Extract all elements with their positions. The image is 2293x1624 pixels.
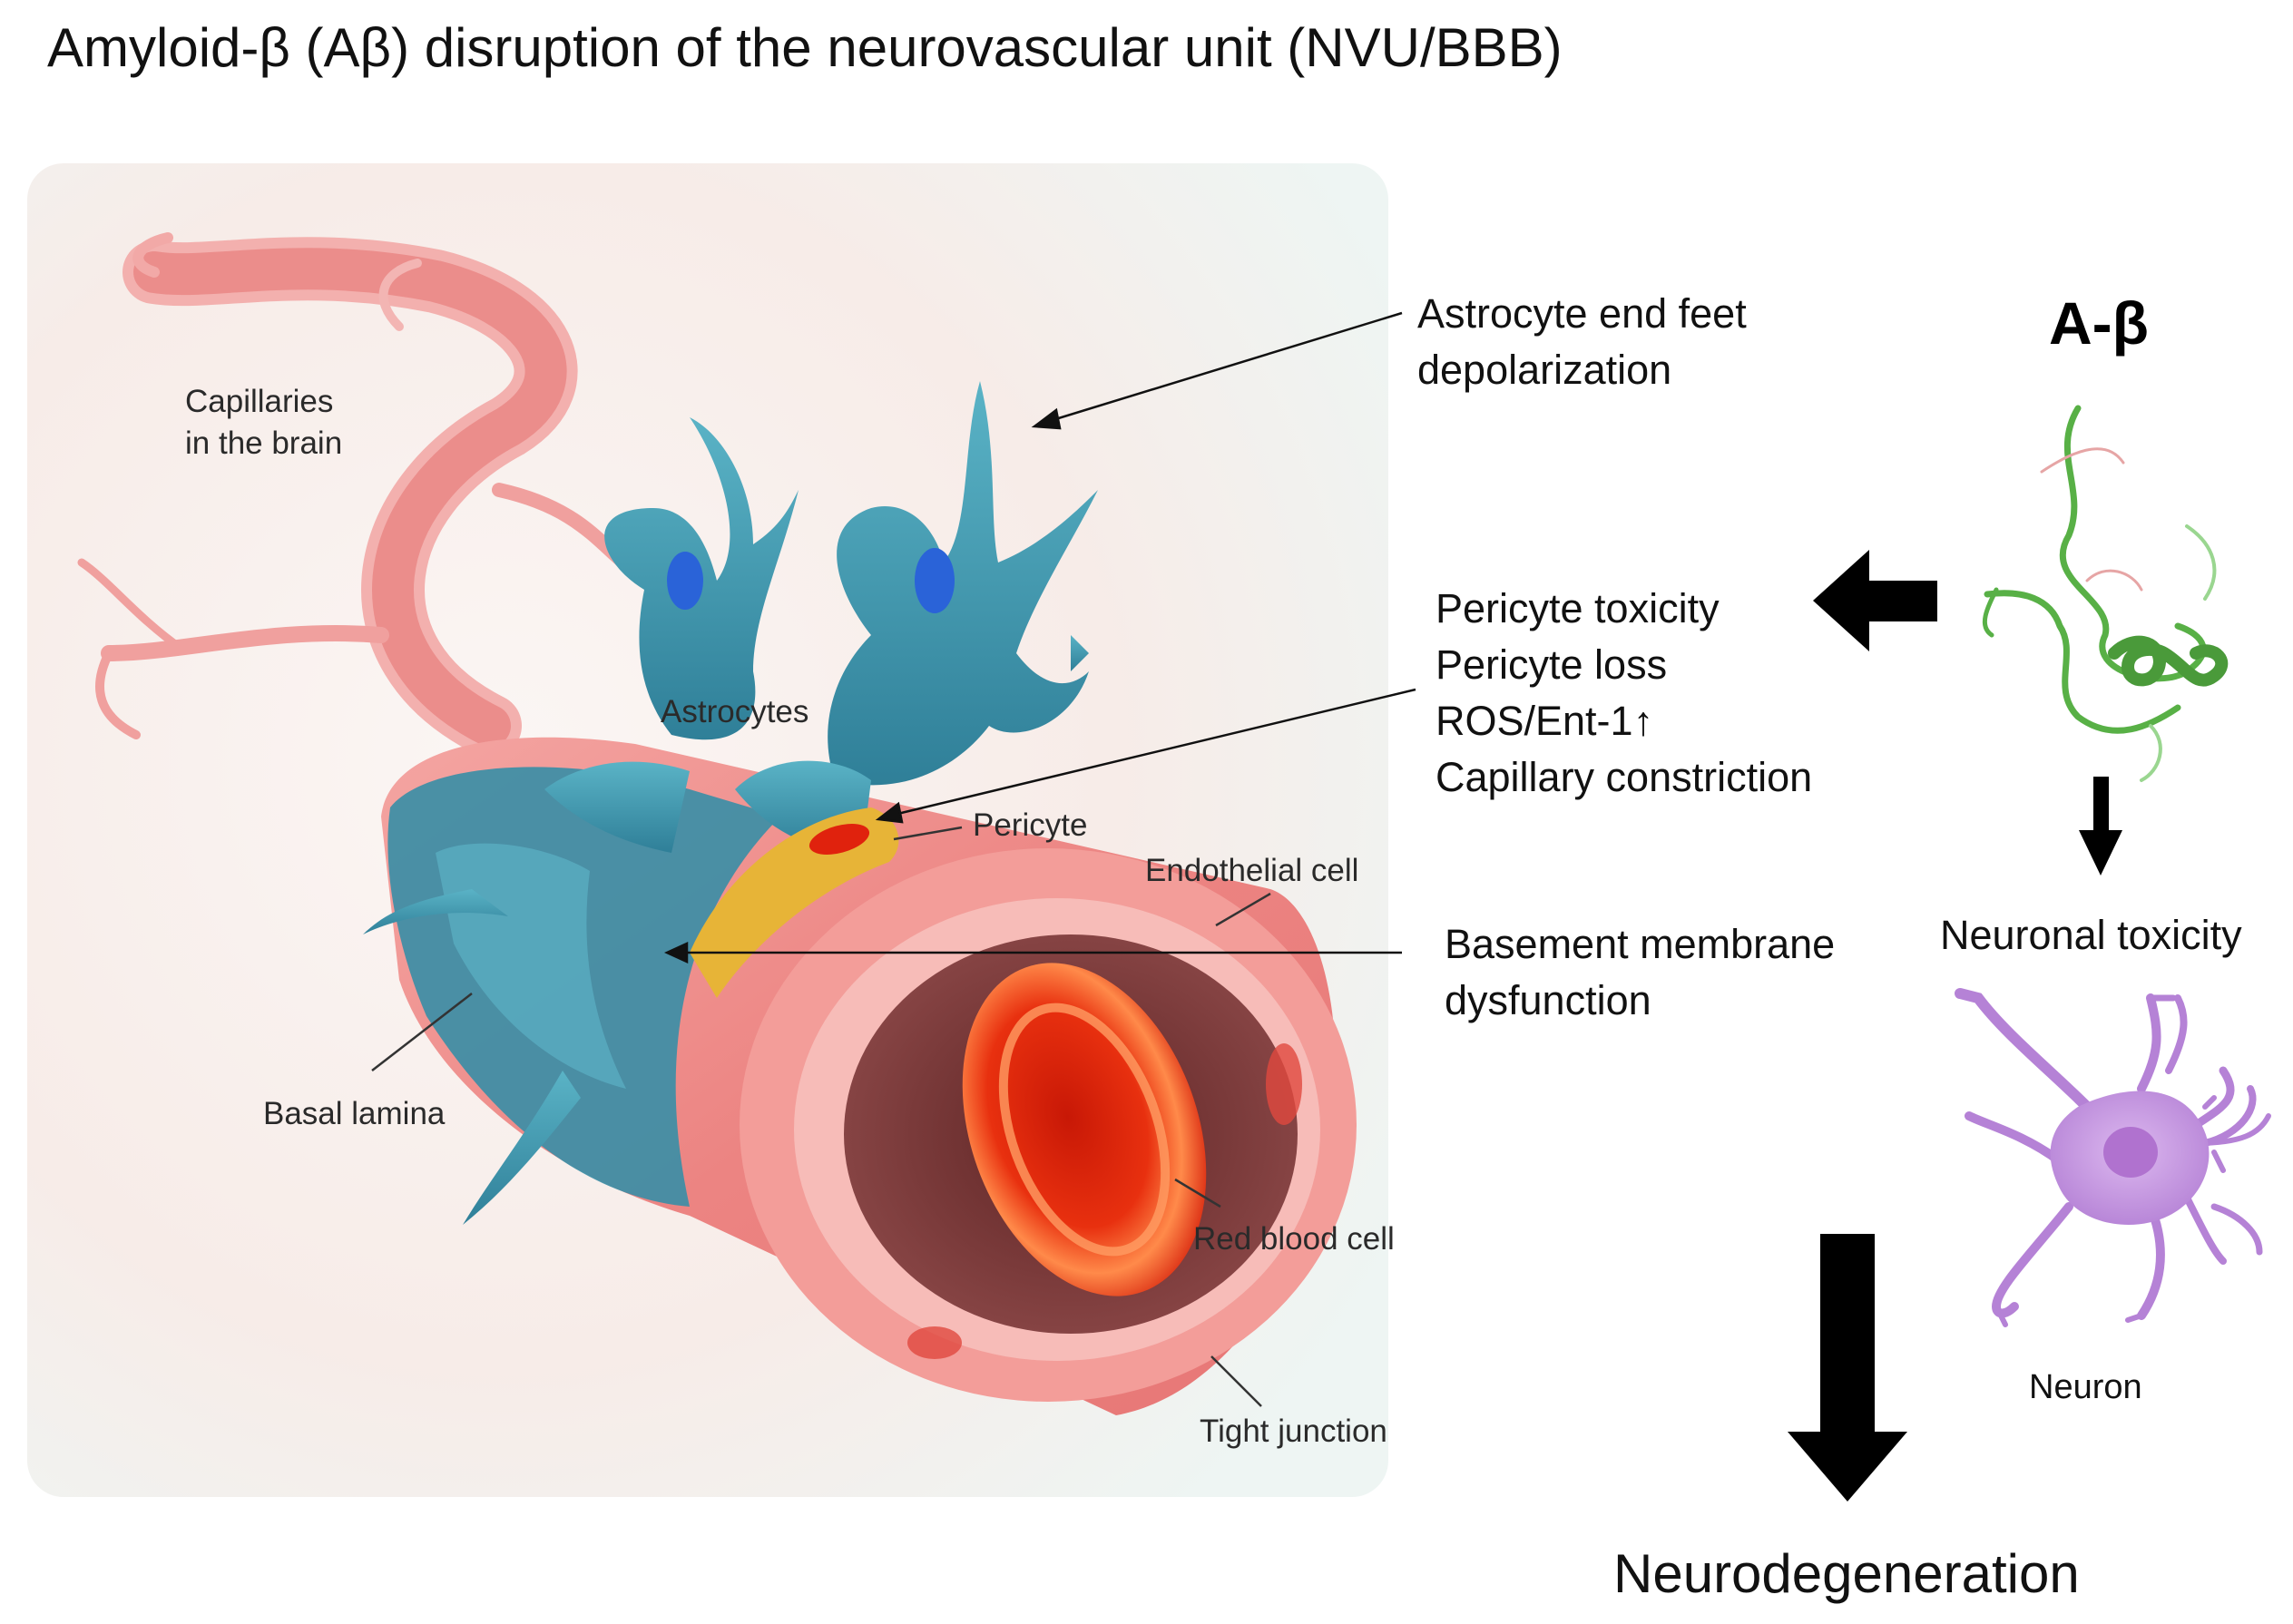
label-leaders bbox=[371, 826, 1271, 1407]
effect-pericyte-item: ROS/Ent-1↑ bbox=[1436, 698, 1654, 744]
outcome-label: Neurodegeneration bbox=[1613, 1543, 2080, 1604]
block-arrows bbox=[1788, 550, 2122, 1502]
neuron-nucleus bbox=[2103, 1127, 2158, 1178]
neuron-label: Neuron bbox=[2029, 1368, 2142, 1406]
pericyte-illustration bbox=[690, 807, 899, 998]
capillaries-illustration bbox=[77, 232, 642, 758]
neuron-illustration bbox=[1955, 988, 2271, 1327]
effect-astrocyte: Astrocyte end feet depolarization bbox=[1417, 286, 1747, 398]
abeta-peptide-structure bbox=[1982, 405, 2229, 782]
label-pericyte: Pericyte bbox=[973, 807, 1088, 843]
effect-pericyte-item: Capillary constriction bbox=[1436, 754, 1813, 800]
effect-basement-line2: dysfunction bbox=[1445, 977, 1651, 1023]
effect-pericyte-item: Pericyte loss bbox=[1436, 641, 1668, 688]
arrow-pericyte-head bbox=[875, 801, 904, 824]
arrow-astrocyte-head bbox=[1031, 407, 1062, 430]
annotation-arrows bbox=[663, 311, 1416, 964]
effect-pericyte-list: Pericyte toxicity Pericyte loss ROS/Ent-… bbox=[1436, 581, 1812, 806]
label-endothelial-cell: Endothelial cell bbox=[1145, 853, 1359, 888]
label-basal-lamina: Basal lamina bbox=[263, 1096, 446, 1131]
effect-basement-line1: Basement membrane bbox=[1445, 921, 1836, 967]
effect-astrocyte-line2: depolarization bbox=[1417, 347, 1672, 393]
label-capillaries: Capillaries in the brain bbox=[185, 381, 342, 465]
astrocytes-illustration bbox=[363, 381, 1098, 1225]
label-astrocytes: Astrocytes bbox=[661, 694, 809, 729]
label-capillaries-line2: in the brain bbox=[185, 426, 343, 461]
abeta-label: A-β bbox=[2049, 289, 2149, 357]
effect-basement: Basement membrane dysfunction bbox=[1445, 916, 1835, 1029]
neuronal-toxicity-label: Neuronal toxicity bbox=[1940, 912, 2242, 958]
label-capillaries-line1: Capillaries bbox=[185, 384, 334, 419]
arrow-to-neurodegeneration bbox=[1788, 1234, 1907, 1502]
arrow-to-neuronal-toxicity bbox=[2079, 777, 2122, 876]
vessel-cross-section bbox=[740, 848, 1357, 1402]
arrow-basement-head bbox=[663, 942, 689, 964]
label-tight-junction: Tight junction bbox=[1200, 1414, 1387, 1449]
effect-pericyte-item: Pericyte toxicity bbox=[1436, 585, 1720, 631]
page-title: Amyloid-β (Aβ) disruption of the neurova… bbox=[47, 17, 1563, 78]
label-red-blood-cell: Red blood cell bbox=[1193, 1221, 1395, 1257]
arrow-to-pericyte-effects bbox=[1813, 550, 1937, 651]
effect-astrocyte-line1: Astrocyte end feet bbox=[1417, 290, 1747, 337]
